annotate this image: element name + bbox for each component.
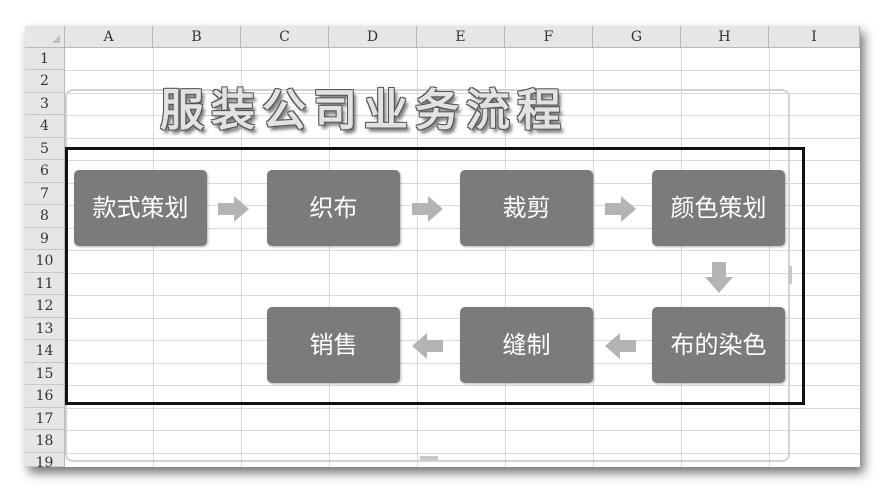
column-header-b[interactable]: B	[153, 26, 241, 48]
select-all-button[interactable]	[25, 26, 65, 48]
row-header-3[interactable]: 3	[25, 93, 65, 115]
arrow-right-icon	[218, 196, 249, 222]
row-header-18[interactable]: 18	[25, 430, 65, 453]
gridline	[153, 48, 154, 467]
arrow-right-icon	[412, 196, 443, 222]
spreadsheet: A B C D E F G H I 1 2 3 4 5 6 7 8 9 10 1…	[25, 26, 860, 467]
gridline	[65, 70, 860, 71]
gridline	[329, 48, 330, 467]
process-step-color-planning[interactable]: 颜色策划	[652, 170, 785, 246]
gridline	[65, 453, 860, 454]
gridline	[65, 250, 860, 251]
row-header-2[interactable]: 2	[25, 70, 65, 93]
row-header-7[interactable]: 7	[25, 183, 65, 205]
arrow-left-icon	[412, 333, 443, 359]
column-header-g[interactable]: G	[593, 26, 681, 48]
gridline	[65, 295, 860, 296]
gridline	[417, 48, 418, 467]
resize-handle[interactable]	[420, 456, 438, 460]
row-header-16[interactable]: 16	[25, 385, 65, 408]
column-header-e[interactable]: E	[417, 26, 505, 48]
gridline	[65, 115, 860, 116]
gridline	[593, 48, 594, 467]
arrow-left-icon	[605, 333, 636, 359]
process-step-cutting[interactable]: 裁剪	[460, 170, 593, 246]
resize-handle[interactable]	[788, 266, 792, 284]
row-header-6[interactable]: 6	[25, 160, 65, 183]
gridline	[65, 430, 860, 431]
row-header-19[interactable]: 19	[25, 453, 65, 467]
gridline	[65, 385, 860, 386]
row-header-8[interactable]: 8	[25, 205, 65, 228]
process-step-sewing[interactable]: 缝制	[460, 307, 593, 383]
row-header-9[interactable]: 9	[25, 228, 65, 250]
gridline	[65, 273, 860, 274]
gridline	[681, 48, 682, 467]
process-step-style-planning[interactable]: 款式策划	[74, 170, 207, 246]
row-header-17[interactable]: 17	[25, 408, 65, 430]
row-header-13[interactable]: 13	[25, 318, 65, 340]
row-header-10[interactable]: 10	[25, 250, 65, 273]
gridline	[241, 48, 242, 467]
row-header-11[interactable]: 11	[25, 273, 65, 295]
row-header-14[interactable]: 14	[25, 340, 65, 363]
row-header-4[interactable]: 4	[25, 115, 65, 138]
column-header-c[interactable]: C	[241, 26, 329, 48]
process-step-weaving[interactable]: 织布	[267, 170, 400, 246]
row-header-5[interactable]: 5	[25, 138, 65, 160]
arrow-right-icon	[605, 196, 636, 222]
gridline	[65, 138, 860, 139]
column-header-f[interactable]: F	[505, 26, 593, 48]
row-header-15[interactable]: 15	[25, 363, 65, 385]
column-header-i[interactable]: I	[769, 26, 860, 48]
column-header-a[interactable]: A	[65, 26, 153, 48]
arrow-down-icon	[705, 262, 733, 293]
row-header-1[interactable]: 1	[25, 48, 65, 70]
diagram-title[interactable]: 服装公司业务流程	[160, 85, 568, 136]
column-header-d[interactable]: D	[329, 26, 417, 48]
row-header-12[interactable]: 12	[25, 295, 65, 318]
process-diagram[interactable]: 款式策划 织布 裁剪 颜色策划 布的染色 缝制 销售	[65, 147, 805, 405]
gridline	[65, 160, 860, 161]
gridline	[65, 408, 860, 409]
gridline	[65, 93, 860, 94]
gridline	[505, 48, 506, 467]
column-header-h[interactable]: H	[681, 26, 769, 48]
gridline	[769, 48, 770, 467]
process-step-sales[interactable]: 销售	[267, 307, 400, 383]
process-step-dyeing[interactable]: 布的染色	[652, 307, 785, 383]
